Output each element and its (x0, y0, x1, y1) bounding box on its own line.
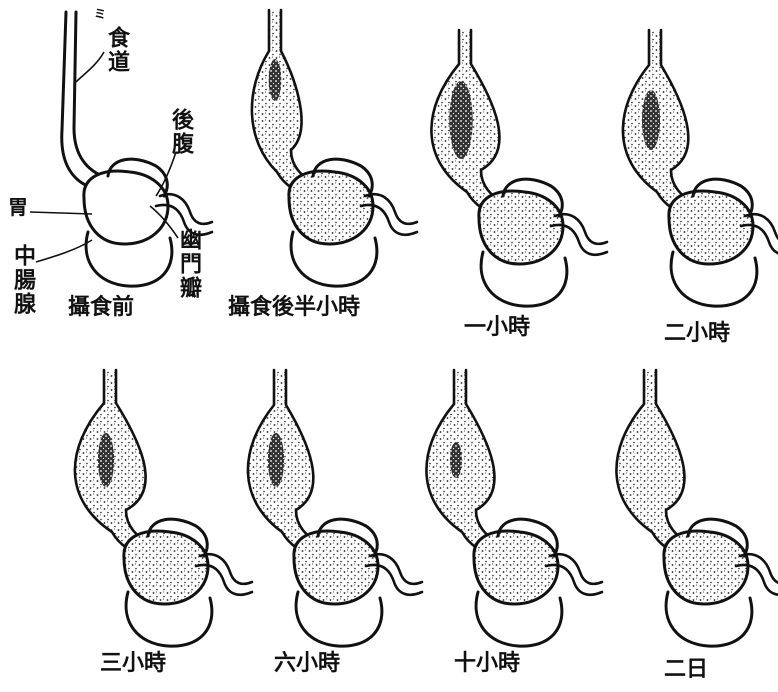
annotation-leader-line (30, 212, 92, 214)
mark-small: ミ (94, 8, 106, 20)
caption-two-hours: 二小時 (664, 322, 730, 344)
label-midgut-gland: 中腸腺 (12, 244, 34, 316)
annotation-leader-line (36, 240, 92, 262)
gut-figure-half-hour (252, 10, 417, 286)
caption-two-days: 二日 (664, 658, 708, 680)
label-esophagus: 食道 (106, 26, 128, 74)
label-pylorus-valve: 幽門瓣 (178, 228, 200, 300)
gut-figure-one-hour (431, 30, 607, 306)
label-posterior-abdomen: 後腹 (170, 108, 192, 156)
caption-ten-hours: 十小時 (454, 652, 520, 674)
gut-figure-two-hours (623, 30, 778, 306)
caption-one-hour: 一小時 (464, 316, 530, 338)
caption-half-hour: 攝食後半小時 (228, 296, 360, 318)
caption-before-feeding: 攝食前 (68, 296, 134, 318)
caption-six-hours: 六小時 (274, 652, 340, 674)
gut-figure-two-days (616, 370, 778, 646)
gut-figure-six-hours (248, 370, 422, 646)
gut-figure-three-hours (75, 370, 252, 646)
label-stomach: 胃 (8, 197, 28, 217)
annotation-leader-line (76, 52, 104, 82)
caption-three-hours: 三小時 (100, 652, 166, 674)
gut-figure-ten-hours (426, 370, 602, 646)
